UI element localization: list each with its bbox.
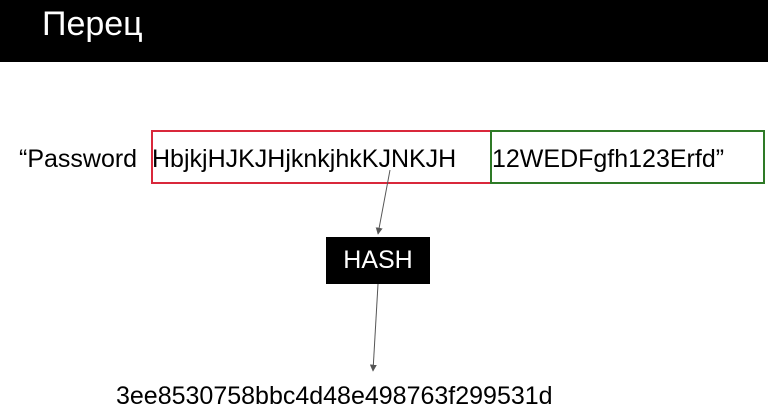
password-string: “Password HbjkjHJKJHjknkjhkKJNKJH 12WEDFgf… xyxy=(19,143,750,175)
title-bar: Перец xyxy=(0,0,768,62)
pepper-text: 12WEDFgfh123Erfd” xyxy=(492,145,725,173)
salt-text: HbjkjHJKJHjknkjhkKJNKJH xyxy=(152,145,457,173)
pepper-highlight-box xyxy=(490,130,765,184)
slide-title: Перец xyxy=(42,5,143,43)
hash-output: 3ee8530758bbc4d48e498763f299531d xyxy=(116,382,553,410)
password-text: “Password xyxy=(19,145,138,173)
arrow-to-hash xyxy=(375,169,391,235)
hash-function-box: HASH xyxy=(326,237,430,284)
arrow-to-output xyxy=(369,283,379,372)
hash-label: HASH xyxy=(343,246,413,274)
